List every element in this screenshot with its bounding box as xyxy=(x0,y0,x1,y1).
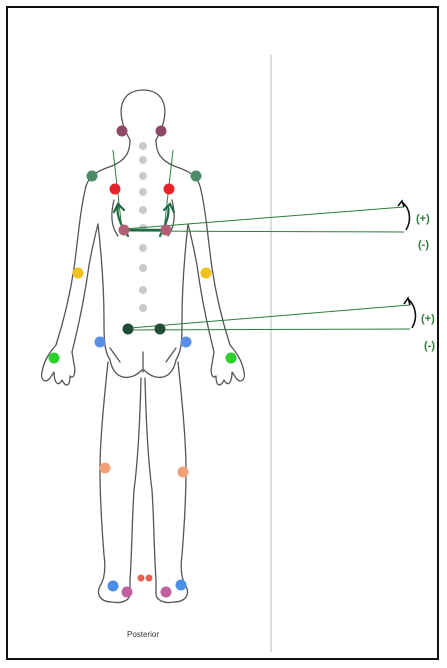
upper-rotation-bracket xyxy=(398,201,409,230)
neck-right-marker xyxy=(156,126,167,137)
posterior-caption: Posterior xyxy=(127,630,159,639)
shoulder-left-marker xyxy=(87,171,98,182)
lower-plus-label: (+) xyxy=(421,313,435,325)
lower-minus-label: (-) xyxy=(424,340,435,352)
scapula-inner-left-marker xyxy=(119,225,130,236)
upper-plus-label: (+) xyxy=(416,213,430,225)
knee-right-marker xyxy=(178,467,189,478)
neck-left-marker xyxy=(117,126,128,137)
shoulder-right-marker xyxy=(191,171,202,182)
achilles-right-marker xyxy=(146,575,153,582)
body-outline xyxy=(42,90,245,603)
upper-minus-label: (-) xyxy=(418,239,429,251)
lumbar-left-marker xyxy=(123,324,134,335)
wrist-right-marker xyxy=(226,353,237,364)
scapula-inner-right-marker xyxy=(161,225,172,236)
wrist-left-marker xyxy=(49,353,60,364)
ankle-right-marker xyxy=(161,587,172,598)
elbow-left-marker xyxy=(73,268,84,279)
hip-right-marker xyxy=(181,337,192,348)
lumbar-right-marker xyxy=(155,324,166,335)
ankle-left-marker xyxy=(122,587,133,598)
lower-rotation-bracket xyxy=(404,298,415,328)
elbow-right-marker xyxy=(201,268,212,279)
heel-left-marker xyxy=(108,581,119,592)
scapula-top-right-marker xyxy=(164,184,175,195)
scapula-top-left-marker xyxy=(110,184,121,195)
hip-left-marker xyxy=(95,337,106,348)
heel-right-marker xyxy=(176,580,187,591)
achilles-left-marker xyxy=(138,575,145,582)
knee-left-marker xyxy=(100,463,111,474)
